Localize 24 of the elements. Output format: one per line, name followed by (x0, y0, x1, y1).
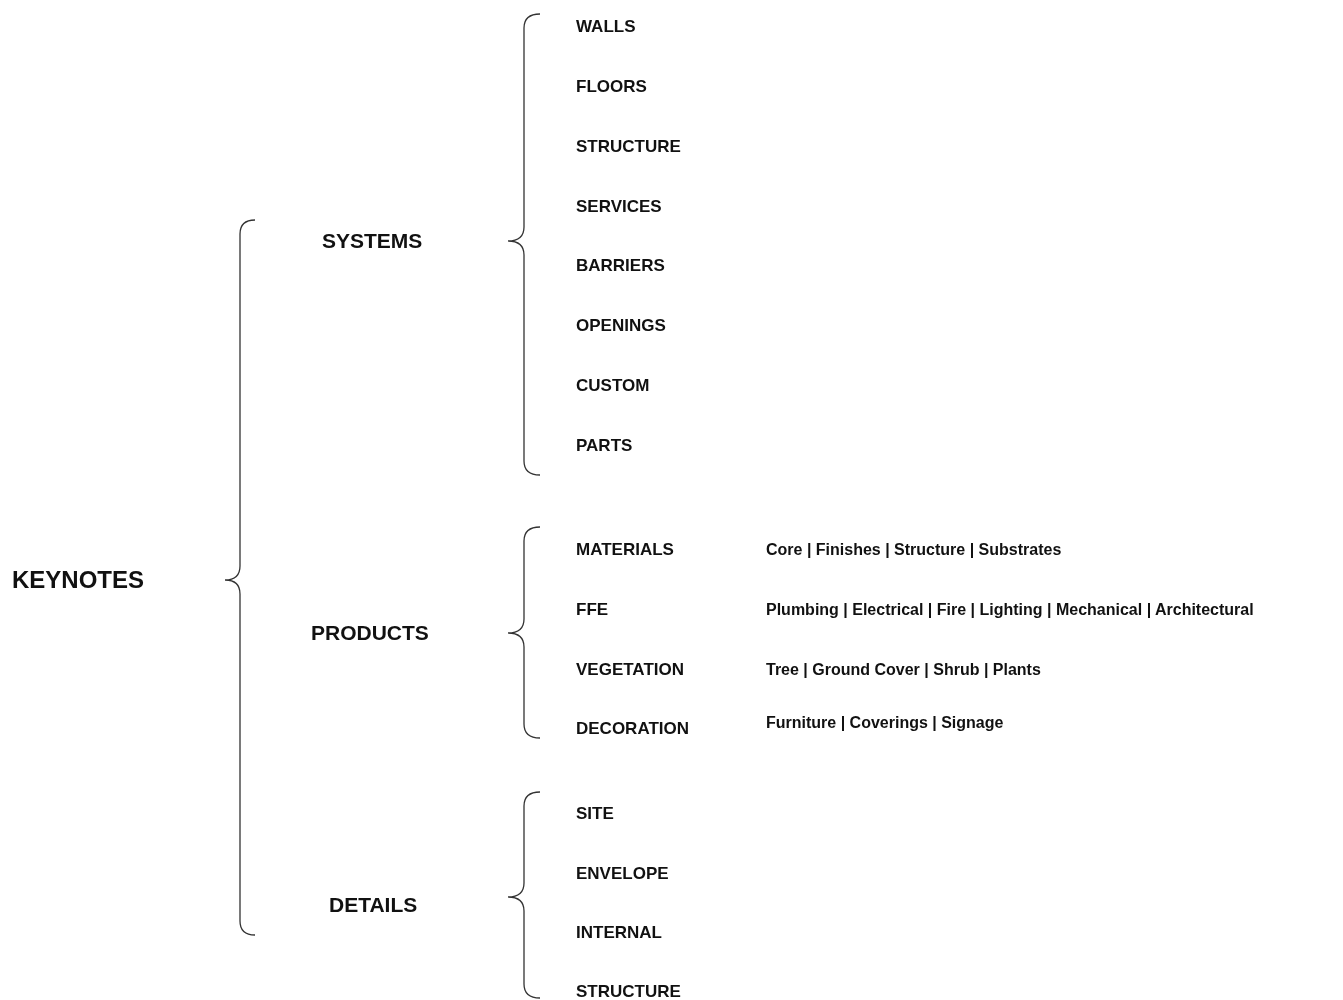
item-label: SERVICES (576, 197, 662, 217)
item-label: OPENINGS (576, 316, 666, 336)
item-label: FFE (576, 600, 609, 620)
category-label: PRODUCTS (311, 620, 429, 646)
subtype-list: Core | Finishes | Structure | Substrates (766, 540, 1062, 560)
item-label: VEGETATION (576, 660, 684, 680)
item-label: ENVELOPE (576, 864, 669, 884)
category-label: DETAILS (329, 892, 418, 918)
item-label: MATERIALS (576, 540, 674, 560)
category-label: SYSTEMS (322, 228, 423, 254)
item-label: WALLS (576, 17, 636, 37)
subtype-list: Plumbing | Electrical | Fire | Lighting | Mechanical | Architectural (766, 600, 1254, 620)
subtype-list: Tree | Ground Cover | Shrub | Plants (766, 660, 1041, 680)
item-label: STRUCTURE (576, 982, 681, 1000)
item-label: CUSTOM (576, 376, 650, 396)
item-label: DECORATION (576, 719, 689, 739)
root-label: KEYNOTES (12, 566, 145, 594)
item-label: BARRIERS (576, 256, 665, 276)
item-label: SITE (576, 804, 614, 824)
item-label: PARTS (576, 436, 633, 456)
item-label: FLOORS (576, 77, 647, 97)
item-label: STRUCTURE (576, 137, 681, 157)
item-label: INTERNAL (576, 923, 662, 943)
subtype-list: Furniture | Coverings | Signage (766, 713, 1004, 733)
